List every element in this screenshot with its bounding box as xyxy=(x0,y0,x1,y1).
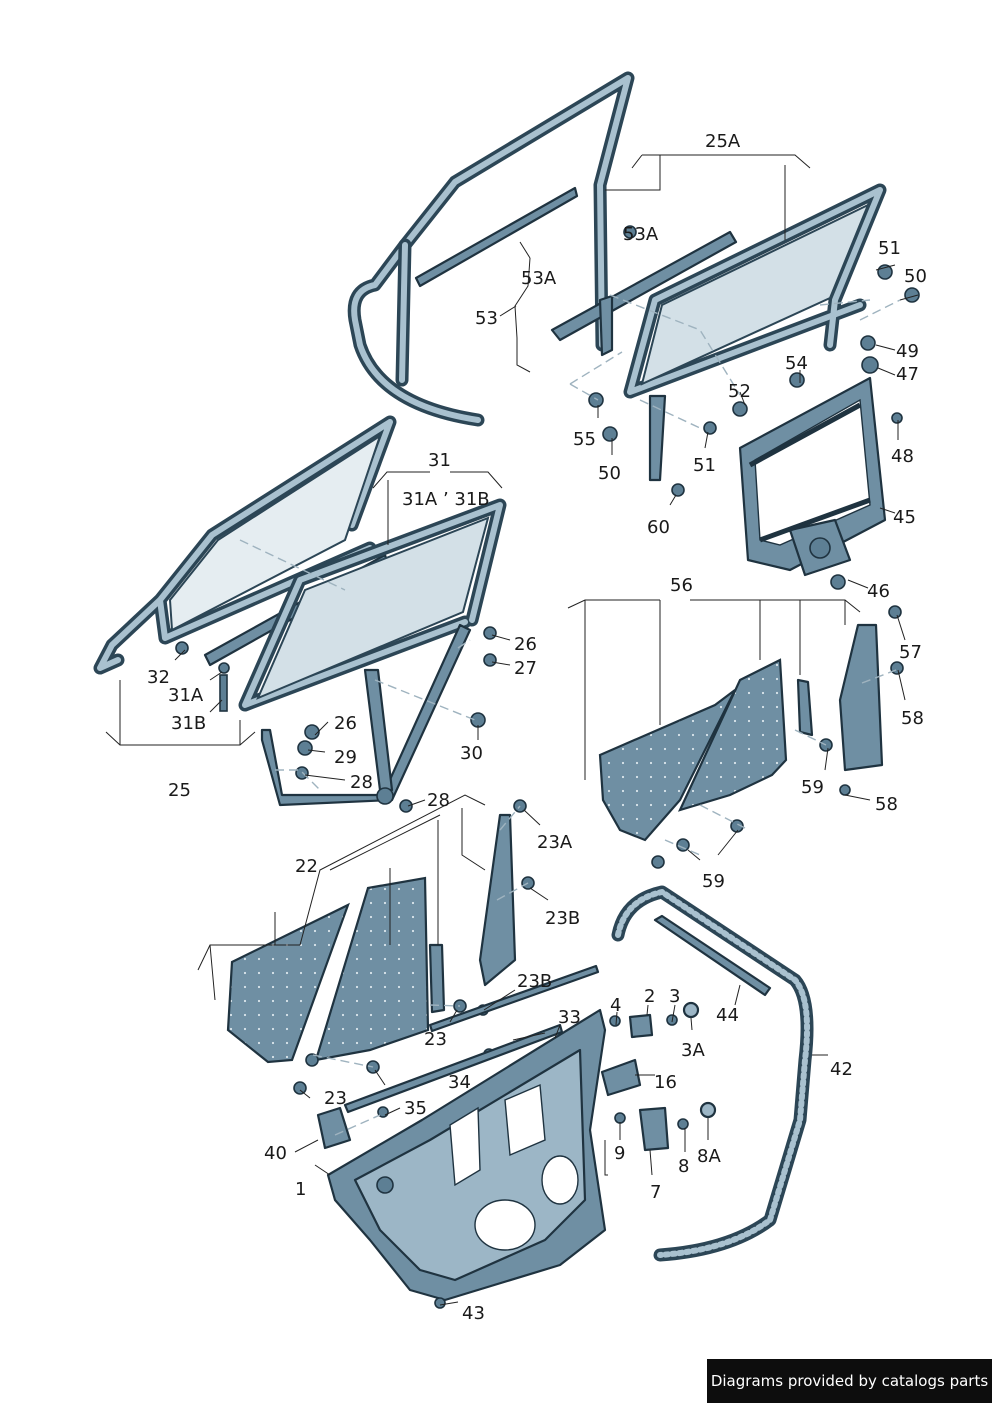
label-58-low: 58 xyxy=(875,794,898,815)
footer-credit: Diagrams provided by catalogs parts xyxy=(707,1359,992,1403)
label-25: 25 xyxy=(168,780,191,801)
label-47: 47 xyxy=(896,364,919,385)
label-28-low: 28 xyxy=(427,790,450,811)
label-34: 34 xyxy=(448,1072,471,1093)
label-56: 56 xyxy=(670,575,693,596)
label-22: 22 xyxy=(295,856,318,877)
label-9: 9 xyxy=(614,1143,625,1164)
label-31: 31 xyxy=(428,450,451,471)
label-31A: 31A xyxy=(168,685,204,706)
guide-lines xyxy=(239,294,901,1136)
label-51-top: 51 xyxy=(878,238,901,259)
label-32: 32 xyxy=(147,667,170,688)
window-seal-44 xyxy=(653,914,772,997)
part-labels: 25A 53A 51 50 53A 53 49 54 47 52 55 48 3… xyxy=(147,131,927,1324)
label-59-top: 59 xyxy=(801,777,824,798)
label-42: 42 xyxy=(830,1059,853,1080)
door-shell-1 xyxy=(326,1008,607,1309)
label-29: 29 xyxy=(334,747,357,768)
rear-window-glass-25A xyxy=(623,183,887,482)
label-35: 35 xyxy=(404,1098,427,1119)
label-46: 46 xyxy=(867,581,890,602)
label-23-mid: 23 xyxy=(424,1029,447,1050)
label-49: 49 xyxy=(896,341,919,362)
rear-window-glass-31A xyxy=(238,498,507,712)
label-43: 43 xyxy=(462,1303,485,1324)
regulator-frame-28 xyxy=(260,623,472,807)
label-44: 44 xyxy=(716,1005,739,1026)
lock-parts xyxy=(600,1001,717,1152)
label-23-low: 23 xyxy=(324,1088,347,1109)
label-54: 54 xyxy=(785,353,808,374)
label-3A: 3A xyxy=(681,1040,705,1061)
door-seal-42 xyxy=(611,885,814,1262)
label-53: 53 xyxy=(475,308,498,329)
label-16: 16 xyxy=(654,1072,677,1093)
label-59-low: 59 xyxy=(702,871,725,892)
sound-insulation-56 xyxy=(598,623,884,842)
label-53A-top: 53A xyxy=(623,224,659,245)
label-55: 55 xyxy=(573,429,596,450)
label-23B: 23B xyxy=(545,908,580,929)
label-27: 27 xyxy=(514,658,537,679)
label-50-mid: 50 xyxy=(598,463,621,484)
label-51-mid: 51 xyxy=(693,455,716,476)
label-45: 45 xyxy=(893,507,916,528)
label-50-top: 50 xyxy=(904,266,927,287)
label-31A-31B: 31A ’ 31B xyxy=(402,489,490,510)
label-30: 30 xyxy=(460,743,483,764)
label-40: 40 xyxy=(264,1143,287,1164)
label-8: 8 xyxy=(678,1156,689,1177)
label-23A: 23A xyxy=(537,832,573,853)
front-window-glass-25 xyxy=(93,415,397,675)
label-57: 57 xyxy=(899,642,922,663)
window-regulator-45 xyxy=(738,376,887,577)
label-8A: 8A xyxy=(697,1146,721,1167)
label-7: 7 xyxy=(650,1182,661,1203)
label-26-top: 26 xyxy=(514,634,537,655)
label-25A: 25A xyxy=(705,131,741,152)
leader-lines xyxy=(105,154,919,1306)
label-4: 4 xyxy=(610,995,621,1016)
label-3: 3 xyxy=(669,986,680,1007)
label-60: 60 xyxy=(647,517,670,538)
label-58-top: 58 xyxy=(901,708,924,729)
label-33: 33 xyxy=(558,1007,581,1028)
label-1: 1 xyxy=(295,1179,306,1200)
label-53A-mid: 53A xyxy=(521,268,557,289)
label-48: 48 xyxy=(891,446,914,467)
label-26-mid: 26 xyxy=(334,713,357,734)
label-52: 52 xyxy=(728,381,751,402)
window-frame-seal xyxy=(347,71,635,427)
label-28-mid: 28 xyxy=(350,772,373,793)
label-23B-low: 23B xyxy=(517,971,552,992)
label-2: 2 xyxy=(644,986,655,1007)
label-31B: 31B xyxy=(171,713,206,734)
window-seals-33-34 xyxy=(343,964,600,1114)
screws-mid-left xyxy=(175,626,497,813)
guide-rail-53 xyxy=(550,230,738,357)
